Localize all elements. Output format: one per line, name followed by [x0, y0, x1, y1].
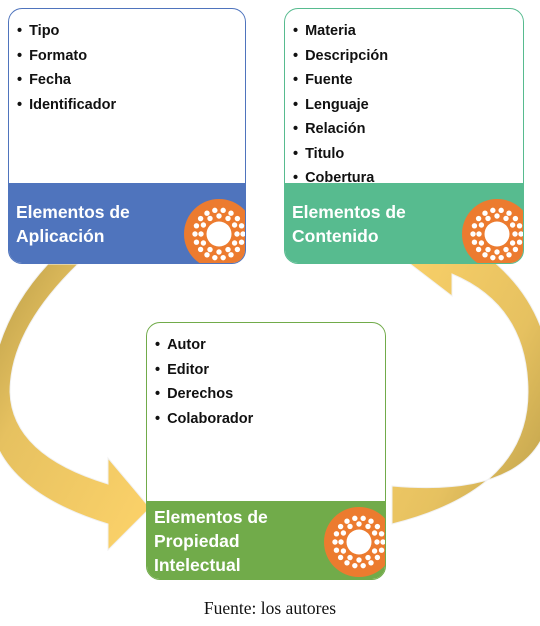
- card-aplicacion: Tipo Formato Fecha Identificador Element…: [8, 8, 246, 264]
- card-contenido: Materia Descripción Fuente Lenguaje Rela…: [284, 8, 524, 264]
- card-title: Elementos de Aplicación: [16, 200, 130, 248]
- item-list: Tipo Formato Fecha Identificador: [17, 19, 116, 117]
- orange-badge-icon: [461, 198, 523, 263]
- card-title-line: Elementos de: [292, 202, 406, 222]
- list-item: Relación: [293, 117, 388, 142]
- item-list: Autor Editor Derechos Colaborador: [155, 333, 253, 431]
- list-item: Lenguaje: [293, 93, 388, 118]
- list-item: Cobertura: [293, 166, 388, 191]
- card-title: Elementos de Propiedad Intelectual: [154, 505, 268, 577]
- list-item: Fuente: [293, 68, 388, 93]
- card-title-line: Intelectual: [154, 555, 241, 575]
- item-list: Materia Descripción Fuente Lenguaje Rela…: [293, 19, 388, 191]
- card-title-line: Contenido: [292, 226, 379, 246]
- list-item: Derechos: [155, 382, 253, 407]
- list-item: Editor: [155, 358, 253, 383]
- card-propiedad-intelectual: Autor Editor Derechos Colaborador Elemen…: [146, 322, 386, 580]
- orange-badge-icon: [183, 198, 245, 263]
- list-item: Fecha: [17, 68, 116, 93]
- list-item: Titulo: [293, 142, 388, 167]
- list-item: Identificador: [17, 93, 116, 118]
- list-item: Colaborador: [155, 407, 253, 432]
- card-title-line: Elementos de: [154, 507, 268, 527]
- card-title: Elementos de Contenido: [292, 200, 406, 248]
- card-title-line: Aplicación: [16, 226, 105, 246]
- card-title-line: Elementos de: [16, 202, 130, 222]
- card-title-line: Propiedad: [154, 531, 240, 551]
- list-item: Autor: [155, 333, 253, 358]
- list-item: Formato: [17, 44, 116, 69]
- list-item: Descripción: [293, 44, 388, 69]
- list-item: Tipo: [17, 19, 116, 44]
- list-item: Materia: [293, 19, 388, 44]
- orange-badge-icon: [323, 506, 385, 578]
- figure-caption: Fuente: los autores: [203, 598, 337, 618]
- arrow-left: [0, 263, 151, 552]
